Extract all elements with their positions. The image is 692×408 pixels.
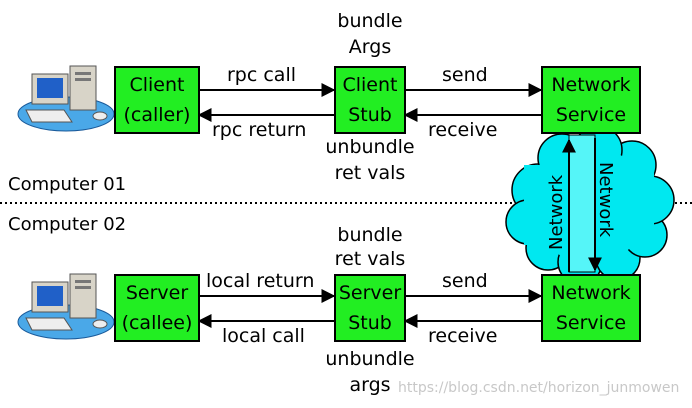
client-stub-box-line2: Stub — [348, 104, 392, 126]
rpc-call-label: rpc call — [227, 64, 297, 86]
send-bottom-label: send — [442, 270, 488, 292]
local-return-label: local return — [206, 270, 315, 292]
watermark: https://blog.csdn.net/horizon_junmowen — [398, 380, 680, 396]
top-unbundle-label-1: unbundle — [325, 136, 415, 158]
top-unbundle-label-2: ret vals — [334, 162, 406, 184]
bottom-bundle-label-2: ret vals — [334, 248, 406, 270]
server-stub-box: Server Stub — [334, 274, 406, 342]
client-stub-box: Client Stub — [334, 66, 406, 134]
server-box-line1: Server — [125, 282, 189, 304]
computer-02-label: Computer 02 — [8, 214, 127, 235]
bottom-bundle-label-1: bundle — [337, 224, 403, 246]
network-label-right: Network — [595, 162, 616, 238]
server-stub-box-line2: Stub — [348, 312, 392, 334]
network-service-top-box: Network Service — [541, 66, 641, 134]
server-box: Server (callee) — [114, 274, 200, 342]
bottom-unbundle-label-2: args — [349, 374, 391, 396]
send-top-label: send — [442, 64, 488, 86]
computer-icon — [17, 65, 115, 132]
network-service-top-line1: Network — [551, 74, 631, 96]
network-service-bottom-line1: Network — [551, 282, 631, 304]
client-box: Client (caller) — [114, 66, 200, 134]
network-service-bottom-box: Network Service — [541, 274, 641, 342]
top-bundle-label-2: Args — [348, 36, 392, 58]
network-label-left: Network — [546, 174, 567, 250]
network-cloud: Network Network — [505, 125, 675, 285]
top-bundle-label-1: bundle — [337, 10, 403, 32]
receive-bottom-label: receive — [428, 325, 498, 347]
server-stub-box-line1: Server — [338, 282, 402, 304]
server-box-line2: (callee) — [121, 312, 193, 334]
rpc-return-label: rpc return — [212, 119, 307, 141]
computer-01-label: Computer 01 — [8, 174, 127, 195]
network-service-top-line2: Service — [555, 104, 627, 126]
bottom-unbundle-label-1: unbundle — [325, 348, 415, 370]
client-box-line2: (caller) — [123, 104, 191, 126]
client-box-line1: Client — [129, 74, 185, 96]
computer-icon — [17, 273, 115, 340]
receive-top-label: receive — [428, 119, 498, 141]
local-call-label: local call — [222, 325, 305, 347]
network-service-bottom-line2: Service — [555, 312, 627, 334]
client-stub-box-line1: Client — [342, 74, 398, 96]
